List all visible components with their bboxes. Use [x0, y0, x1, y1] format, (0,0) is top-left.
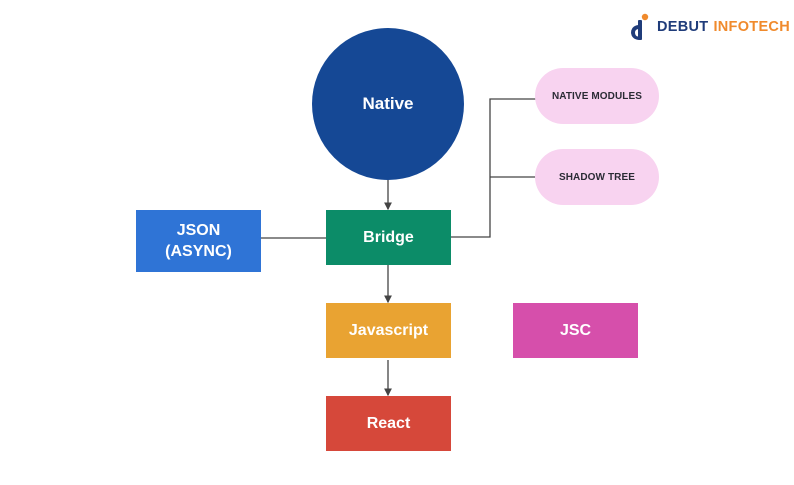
node-bridge-label: Bridge [363, 229, 414, 246]
node-json-label-line1: JSON [176, 222, 221, 239]
node-native-label: Native [362, 94, 414, 113]
node-native-modules-label: NATIVE MODULES [551, 90, 643, 102]
node-jsc-label: JSC [559, 322, 592, 339]
node-javascript: Javascript [326, 303, 451, 358]
node-react: React [326, 396, 451, 451]
node-shadow-tree-label: SHADOW TREE [558, 171, 636, 183]
node-jsc: JSC [513, 303, 638, 358]
debut-infotech-logo: DEBUT INFOTECH [628, 12, 790, 42]
logo-word-debut: DEBUT [657, 19, 709, 35]
node-json-async: JSON (ASYNC) [136, 210, 261, 272]
node-shadow-tree: SHADOW TREE [535, 149, 659, 205]
node-react-label: React [366, 415, 411, 432]
node-bridge: Bridge [326, 210, 451, 265]
node-javascript-label: Javascript [348, 322, 429, 339]
node-json-label-line2: (ASYNC) [165, 243, 232, 260]
node-native: Native [312, 28, 464, 180]
edge-bridge-to-native-modules [451, 98, 536, 238]
logo-word-infotech: INFOTECH [713, 19, 790, 35]
node-native-modules: NATIVE MODULES [535, 68, 659, 124]
debut-infotech-logo-icon [631, 13, 649, 40]
